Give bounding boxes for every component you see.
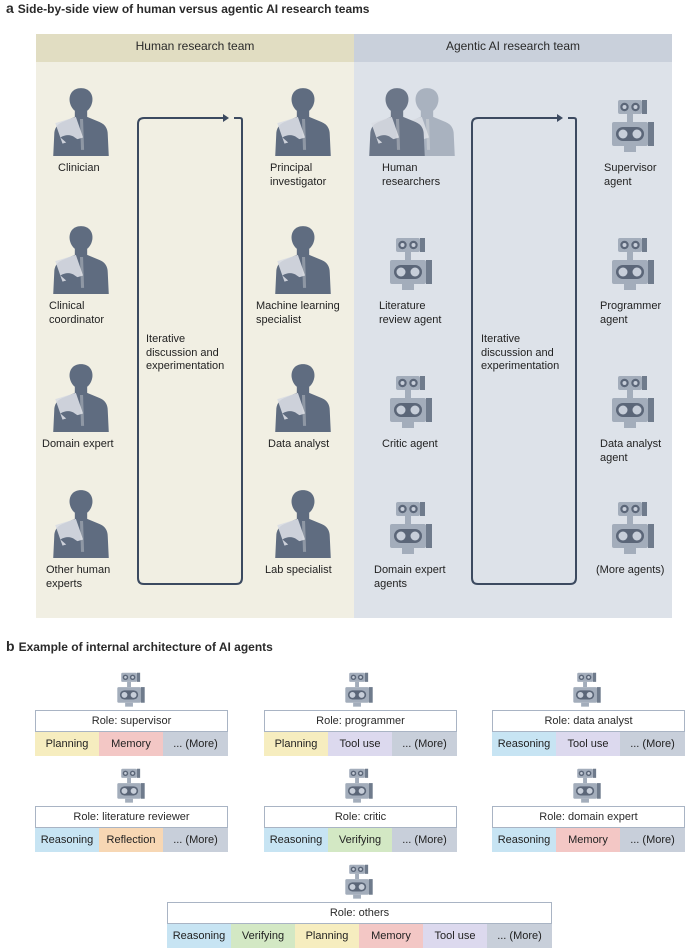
module-reasoning: Reasoning <box>35 828 99 852</box>
ai-loop-label: Iterative discussion and experimentation <box>481 333 560 372</box>
agent-modules: Reasoning Verifying Planning Memory Tool… <box>167 924 552 948</box>
module-planning: Planning <box>35 732 99 756</box>
module-memory: Memory <box>359 924 423 948</box>
human-loop-label: Iterative discussion and experimentation <box>146 333 225 372</box>
member-label: Data analyst agent <box>600 438 662 464</box>
module-verifying: Verifying <box>328 828 392 852</box>
robot-icon <box>610 236 656 296</box>
member-label: Data analyst <box>268 438 330 450</box>
robot-icon <box>344 863 374 903</box>
agent-role-box: Role: others <box>167 902 552 924</box>
module-more: ... (More) <box>392 732 457 756</box>
module-verifying: Verifying <box>231 924 295 948</box>
module-reasoning: Reasoning <box>264 828 328 852</box>
module-planning: Planning <box>264 732 328 756</box>
agent-modules: Reasoning Verifying ... (More) <box>264 828 457 852</box>
module-reasoning: Reasoning <box>492 828 556 852</box>
member-label: Clinical coordinator <box>49 300 105 326</box>
panel-b-letter: b <box>6 638 15 654</box>
module-planning: Planning <box>295 924 359 948</box>
agent-modules: Planning Memory ... (More) <box>35 732 228 756</box>
human-researchers-icon <box>369 88 455 156</box>
module-memory: Memory <box>556 828 620 852</box>
member-label: Supervisor agent <box>604 162 657 188</box>
module-reasoning: Reasoning <box>167 924 231 948</box>
agent-role-box: Role: domain expert <box>492 806 685 828</box>
ai-team-header: Agentic AI research team <box>354 34 672 62</box>
member-label: Clinician <box>58 162 100 174</box>
agent-role-box: Role: programmer <box>264 710 457 732</box>
robot-icon <box>388 236 434 296</box>
robot-icon <box>344 767 374 807</box>
module-more: ... (More) <box>163 828 228 852</box>
member-label: Critic agent <box>382 438 438 450</box>
robot-icon <box>572 767 602 807</box>
member-label: Programmer agent <box>600 300 662 326</box>
robot-icon <box>610 374 656 434</box>
member-label: Other human experts <box>46 564 111 590</box>
person-icon <box>272 486 334 558</box>
module-tool-use: Tool use <box>423 924 487 948</box>
person-icon <box>272 360 334 432</box>
panel-a-title: Side-by-side view of human versus agenti… <box>17 2 370 16</box>
agent-role-box: Role: data analyst <box>492 710 685 732</box>
robot-icon <box>610 500 656 560</box>
member-label: Lab specialist <box>265 564 332 576</box>
panel-a-letter: a <box>6 0 14 16</box>
member-label: Machine learning specialist <box>256 300 340 326</box>
module-tool-use: Tool use <box>328 732 392 756</box>
agent-role-box: Role: critic <box>264 806 457 828</box>
module-more: ... (More) <box>163 732 228 756</box>
robot-icon <box>572 671 602 711</box>
panel-b-title: Example of internal architecture of AI a… <box>18 640 273 654</box>
member-label: Human researchers <box>382 162 441 188</box>
module-reflection: Reflection <box>99 828 163 852</box>
robot-icon <box>388 374 434 434</box>
person-icon <box>272 84 334 156</box>
robot-icon <box>116 671 146 711</box>
agent-modules: Reasoning Memory ... (More) <box>492 828 685 852</box>
robot-icon <box>344 671 374 711</box>
person-icon <box>50 486 112 558</box>
member-label: Literature review agent <box>379 300 442 326</box>
agent-role-box: Role: supervisor <box>35 710 228 732</box>
robot-icon <box>116 767 146 807</box>
module-more: ... (More) <box>392 828 457 852</box>
module-more: ... (More) <box>620 732 685 756</box>
member-label: Principal investigator <box>270 162 327 188</box>
human-team-header: Human research team <box>36 34 354 62</box>
person-icon <box>50 222 112 294</box>
module-tool-use: Tool use <box>556 732 620 756</box>
robot-icon <box>388 500 434 560</box>
person-icon <box>272 222 334 294</box>
module-memory: Memory <box>99 732 163 756</box>
module-reasoning: Reasoning <box>492 732 556 756</box>
member-label: (More agents) <box>596 564 665 576</box>
agent-modules: Reasoning Reflection ... (More) <box>35 828 228 852</box>
module-more: ... (More) <box>620 828 685 852</box>
agent-role-box: Role: literature reviewer <box>35 806 228 828</box>
member-label: Domain expert <box>42 438 114 450</box>
agent-modules: Planning Tool use ... (More) <box>264 732 457 756</box>
module-more: ... (More) <box>487 924 552 948</box>
robot-icon <box>610 98 656 158</box>
person-icon <box>50 360 112 432</box>
member-label: Domain expert agents <box>374 564 446 590</box>
agent-modules: Reasoning Tool use ... (More) <box>492 732 685 756</box>
person-icon <box>50 84 112 156</box>
